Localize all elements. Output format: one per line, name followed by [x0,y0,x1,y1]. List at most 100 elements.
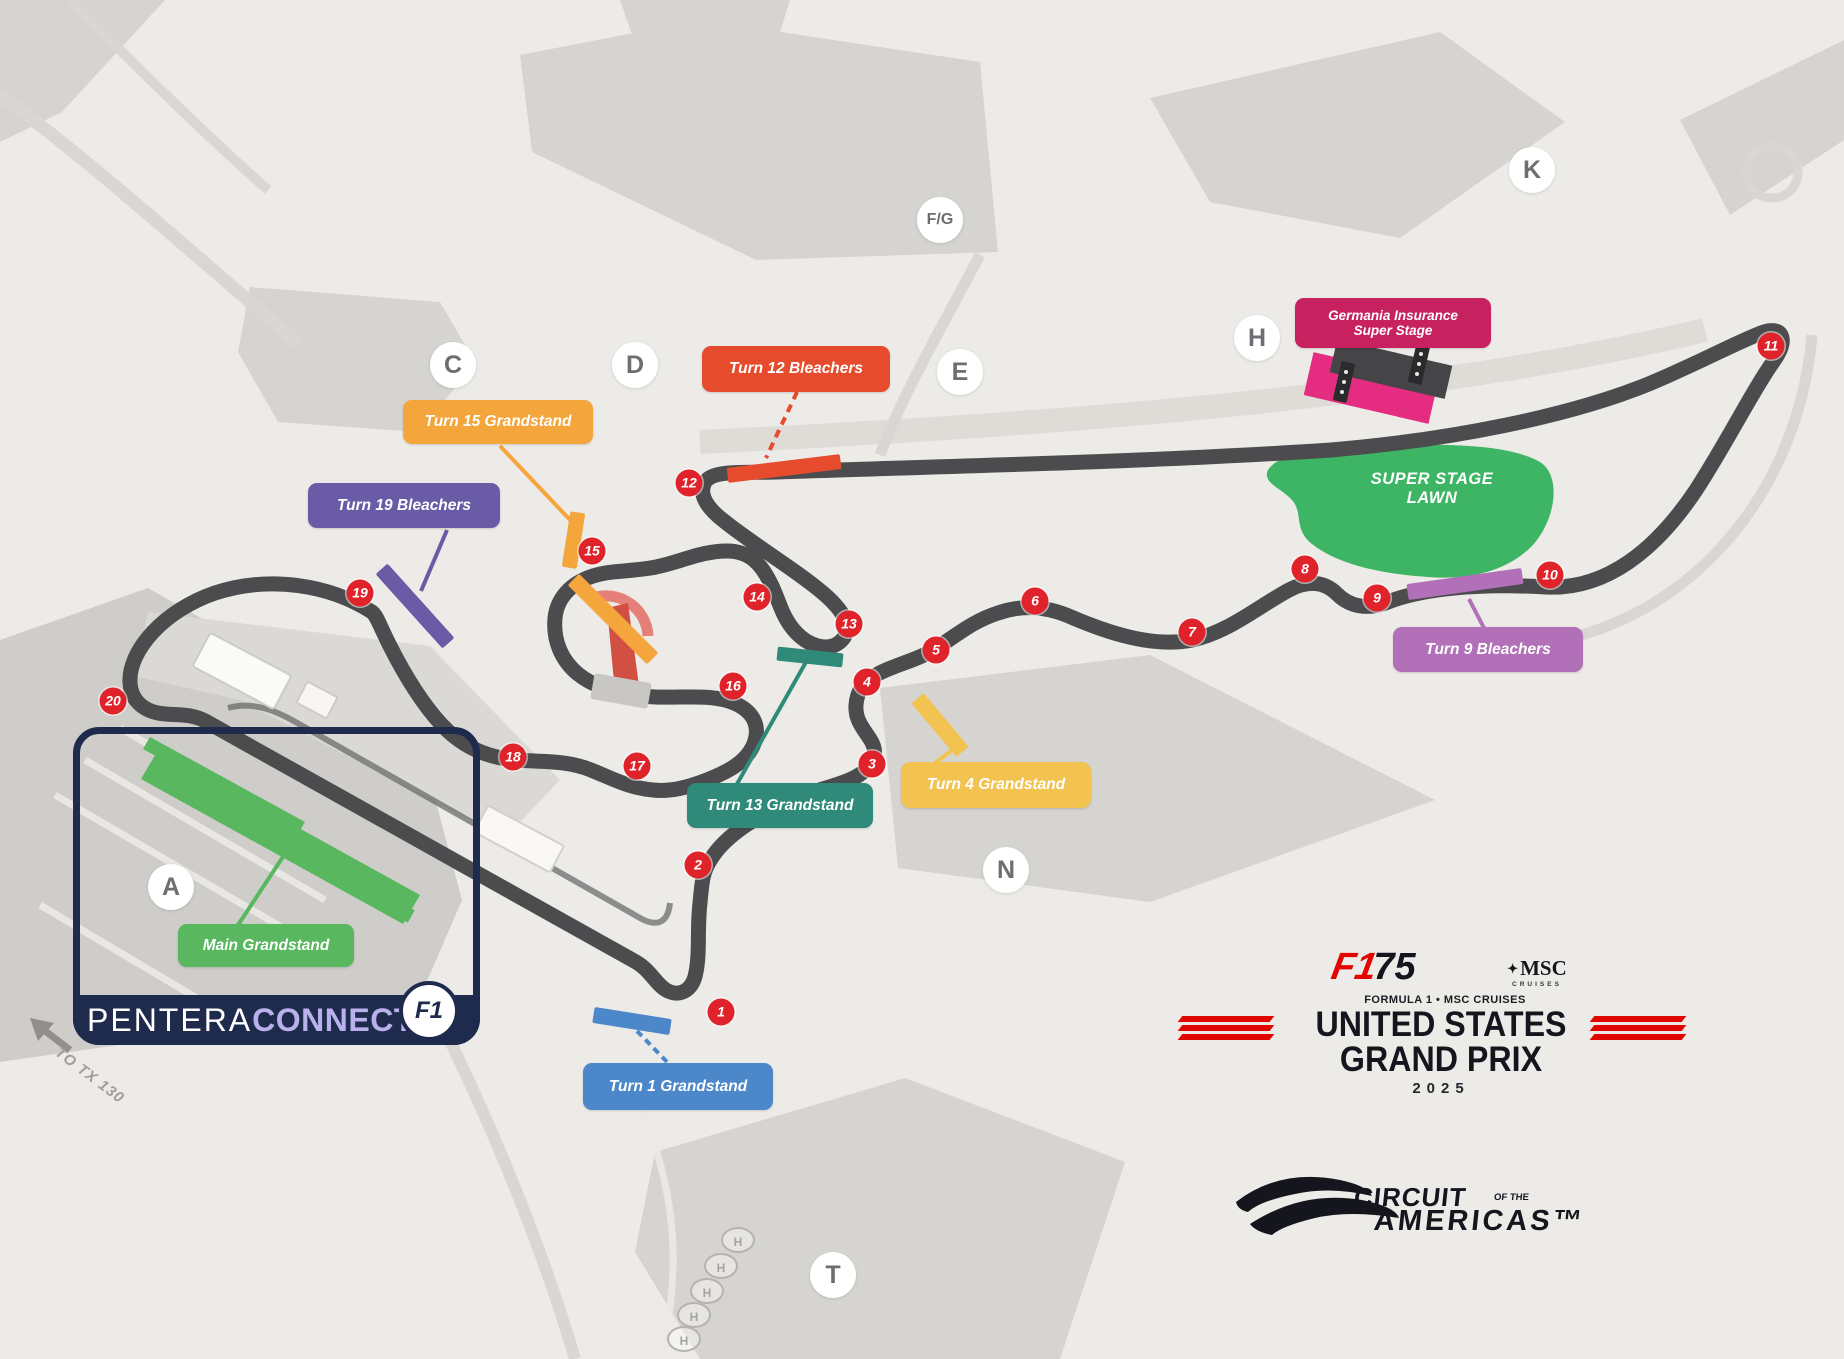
label-text: Turn 1 Grandstand [608,1077,748,1095]
section-marker-fg: F/G [917,197,963,243]
label-turn-13-grandstand[interactable]: Turn 13 Grandstand [687,783,873,828]
f1-75-logo: F175 [1328,946,1416,988]
turn-marker-5: 5 [922,636,950,664]
section-marker-k: K [1509,147,1555,193]
turn-marker-1: 1 [707,998,735,1026]
label-text: Main Grandstand [202,936,330,954]
leader-lines [236,391,1486,1065]
lawn-line2: LAWN [1406,489,1458,507]
turn-marker-9: 9 [1363,584,1391,612]
turn-marker-11: 11 [1757,332,1785,360]
cota-swoosh-icon [1236,1176,1399,1235]
turn-marker-16: 16 [719,672,747,700]
helipad-icon: H [667,1326,701,1352]
pit-buildings [192,632,565,873]
turn-marker-10: 10 [1536,561,1564,589]
leader-turn9 [1467,598,1486,629]
turn19-strip [376,564,454,648]
label-turn-19-bleachers[interactable]: Turn 19 Bleachers [308,483,500,528]
brand-connect: CONNECT [252,1002,414,1038]
label-text: Turn 12 Bleachers [728,360,864,378]
turn-marker-17: 17 [623,752,651,780]
leader-turn1 [635,1029,670,1065]
helipad-icon: H [677,1302,711,1328]
leader-turn4 [932,748,954,766]
label-main-grandstand[interactable]: Main Grandstand [178,924,354,967]
section-marker-a: A [148,864,194,910]
super-stage-lawn [1266,444,1554,578]
turn-marker-13: 13 [835,610,863,638]
leader-turn15 [498,444,575,525]
turn-marker-19: 19 [346,579,374,607]
label-turn-15-grandstand[interactable]: Turn 15 Grandstand [403,400,593,444]
turn-marker-2: 2 [684,851,712,879]
partner-line: FORMULA 1 • MSC CRUISES [1364,994,1526,1006]
section-marker-t: T [810,1252,856,1298]
turn-marker-3: 3 [858,750,886,778]
turn12-strip [726,454,842,483]
leader-turn12 [764,391,799,459]
event-year: 2025 [1412,1080,1470,1097]
turn1-strip [592,1007,672,1035]
label-text: Turn 13 Grandstand [706,796,854,814]
section-marker-c: C [430,342,476,388]
event-title-line2: GRAND PRIX [1339,1040,1543,1080]
super-stage-structure [1303,339,1453,424]
label-germania-super-stage[interactable]: Germania Insurance Super Stage [1295,298,1491,348]
helipad-icon: H [721,1227,755,1253]
turn-marker-15: 15 [578,537,606,565]
helipad-icon: H [704,1253,738,1279]
brand-pentera: PENTERA [87,1002,253,1038]
label-turn-9-bleachers[interactable]: Turn 9 Bleachers [1393,627,1583,672]
msc-compass-icon: ✦ [1507,961,1519,976]
label-text: Turn 19 Bleachers [336,496,472,514]
brand-wordmark: PENTERACONNECT [87,995,414,1045]
turn9-strip [1406,568,1524,600]
super-stage-lawn-label: SUPER STAGE LAWN [1371,470,1494,508]
turn-marker-18: 18 [499,743,527,771]
speed-stripes-left-icon [1177,1016,1275,1042]
leader-turn13 [735,661,808,785]
label-text: Turn 15 Grandstand [424,413,572,431]
turn15-strip [561,511,585,569]
label-turn-12-bleachers[interactable]: Turn 12 Bleachers [702,346,890,392]
msc-cruises-logo: ✦MSC CRUISES [1492,956,1582,989]
f1-badge-icon: F1 [399,981,459,1041]
label-text-line1: Germania Insurance [1328,307,1458,323]
speed-stripes-right-icon [1589,1016,1687,1042]
label-text: Turn 4 Grandstand [926,776,1066,794]
tx130-arrow-icon [30,1018,73,1053]
pit-lane [227,702,673,926]
seating-strips [376,454,1524,1035]
turn-marker-8: 8 [1291,555,1319,583]
main-grandstand-shape [141,737,420,924]
turn4-strip [912,693,968,757]
turn-marker-7: 7 [1178,618,1206,646]
leader-turn19 [419,529,449,592]
label-turn-1-grandstand[interactable]: Turn 1 Grandstand [583,1063,773,1110]
turn-marker-12: 12 [675,469,703,497]
section-marker-n: N [983,847,1029,893]
track-outline [122,323,1790,1001]
helipad-icon: H [690,1278,724,1304]
section-marker-d: D [612,342,658,388]
turn15-strip-2 [568,574,658,664]
lawn-line1: SUPER STAGE [1370,470,1494,489]
turn-marker-4: 4 [853,668,881,696]
f1-75-number: 75 [1373,946,1416,988]
label-text-line2: Super Stage [1353,323,1433,338]
event-title: UNITED STATES GRAND PRIX [1280,1005,1602,1080]
turn13-strip [776,646,844,668]
turn-marker-14: 14 [743,583,771,611]
label-text: Turn 9 Bleachers [1425,640,1551,658]
leader-main [236,832,300,927]
label-turn-4-grandstand[interactable]: Turn 4 Grandstand [901,762,1091,808]
section-marker-e: E [937,349,983,395]
turn-marker-6: 6 [1021,587,1049,615]
msc-wordmark: MSC [1520,956,1567,980]
event-title-line1: UNITED STATES [1315,1005,1567,1044]
msc-cruises-text: CRUISES [1512,981,1562,988]
